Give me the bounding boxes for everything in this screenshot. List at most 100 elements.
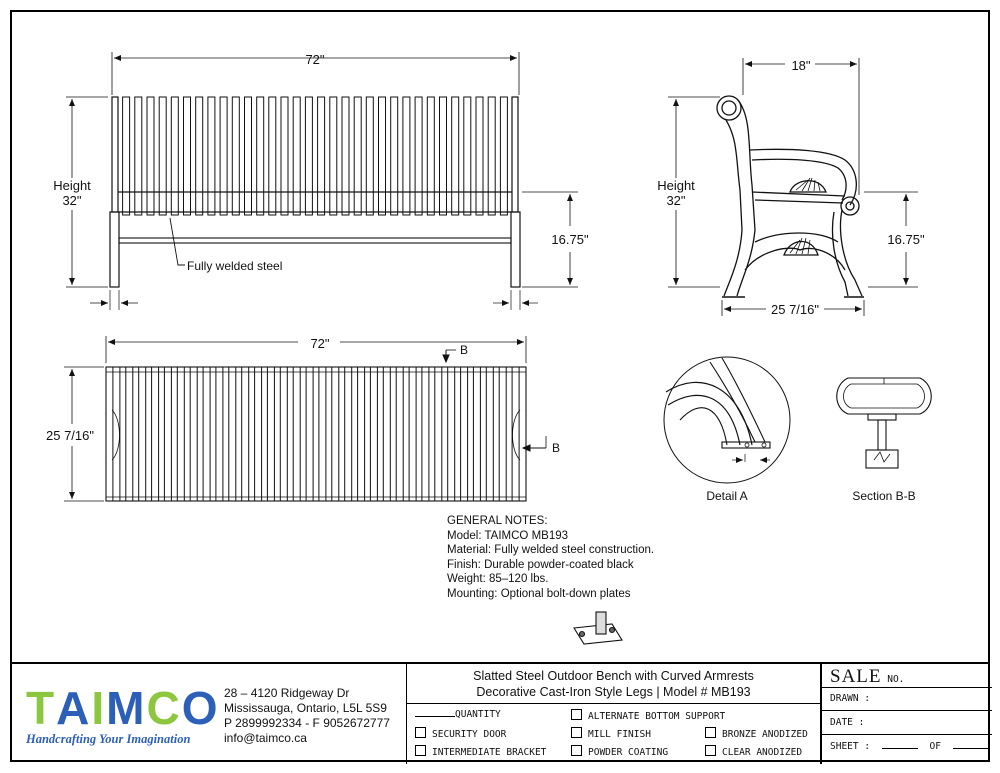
- slat: [408, 366, 417, 502]
- logo-letter: O: [181, 682, 220, 734]
- side-height-dim: 32": [666, 193, 685, 208]
- slat: [266, 366, 275, 502]
- slat: [511, 366, 520, 502]
- slat: [189, 366, 198, 502]
- top-depth-dim: 25 7/16": [46, 428, 94, 443]
- slat: [460, 366, 469, 502]
- detail-a-label: Detail A: [706, 489, 747, 503]
- of-label: OF: [929, 741, 941, 752]
- technical-drawing: 72" Height 32" 16.75" Fully welded steel: [46, 52, 932, 645]
- sign-off-panel: SALE NO. DRAWN : DATE : SHEET : OF: [820, 664, 992, 764]
- slat: [439, 96, 447, 216]
- slat: [112, 366, 121, 502]
- sheet-label: SHEET :: [830, 741, 871, 752]
- side-view: [668, 58, 918, 316]
- slat: [369, 366, 378, 502]
- drawn-row[interactable]: DRAWN :: [822, 688, 992, 711]
- quantity-label: QUANTITY: [455, 709, 501, 720]
- checkbox[interactable]: [415, 745, 426, 756]
- slat: [318, 366, 327, 502]
- slat: [402, 96, 411, 216]
- slat: [268, 96, 277, 216]
- alternate-bottom-support-option[interactable]: ALTERNATE BOTTOM SUPPORT: [571, 709, 725, 722]
- slat: [304, 96, 313, 216]
- notes-mounting: Mounting: Optional bolt-down plates: [447, 587, 631, 600]
- slat: [499, 96, 508, 216]
- notes-model: Model: TAIMCO MB193: [447, 529, 569, 542]
- section-bb-label: Section B-B: [852, 489, 915, 503]
- powder-coating-label: POWDER COATING: [588, 747, 669, 758]
- mill-finish-option[interactable]: MILL FINISH: [571, 727, 651, 740]
- checkbox[interactable]: [571, 709, 582, 720]
- phone-fax: P 2899992334 - F 9052672777: [224, 716, 390, 730]
- sale-no-label: NO.: [887, 674, 905, 685]
- front-view: [66, 52, 578, 310]
- slat: [176, 366, 185, 502]
- taimco-logo: TAIMCO Handcrafting Your Imagination: [26, 682, 220, 747]
- slat: [183, 96, 191, 216]
- slat: [202, 366, 211, 502]
- slat: [485, 366, 494, 502]
- logo-letter: T: [26, 682, 57, 734]
- slat: [498, 366, 507, 502]
- bolt-down-plate-icon: [573, 611, 623, 645]
- front-seat-height-dim: 16.75": [551, 232, 589, 247]
- slat: [378, 96, 386, 216]
- date-row[interactable]: DATE :: [822, 711, 992, 735]
- slat: [207, 96, 216, 216]
- address-line1: 28 – 4120 Ridgeway Dr: [224, 686, 350, 700]
- slat: [317, 96, 326, 216]
- email[interactable]: info@taimco.ca: [224, 731, 307, 745]
- quantity-field[interactable]: QUANTITY: [415, 709, 501, 720]
- slat: [451, 96, 460, 216]
- slat: [414, 96, 423, 216]
- slat: [170, 96, 179, 216]
- checkbox[interactable]: [415, 727, 426, 738]
- logo-tagline: Handcrafting Your Imagination: [26, 732, 191, 746]
- side-seat-height-dim: 16.75": [887, 232, 925, 247]
- slat: [487, 96, 496, 216]
- slat: [134, 96, 143, 216]
- clear-anodized-option[interactable]: CLEAR ANODIZED: [705, 745, 802, 758]
- checkbox[interactable]: [705, 727, 716, 738]
- side-base-dim: 25 7/16": [771, 302, 819, 317]
- slat: [344, 366, 353, 502]
- side-depth-dim: 18": [791, 58, 810, 73]
- slat: [357, 366, 366, 502]
- checkbox[interactable]: [571, 745, 582, 756]
- fully-welded-callout: Fully welded steel: [187, 259, 282, 273]
- powder-coating-option[interactable]: POWDER COATING: [571, 745, 668, 758]
- slat: [163, 366, 172, 502]
- notes-finish: Finish: Durable powder-coated black: [447, 558, 634, 571]
- slat: [447, 366, 456, 502]
- slat: [341, 96, 350, 216]
- slat: [195, 96, 204, 216]
- alternate-bottom-support-label: ALTERNATE BOTTOM SUPPORT: [588, 711, 726, 722]
- slat: [219, 96, 228, 216]
- sheet-row[interactable]: SHEET : OF: [822, 735, 992, 764]
- security-door-option[interactable]: SECURITY DOOR: [415, 727, 506, 740]
- slat: [215, 366, 224, 502]
- checkbox[interactable]: [705, 745, 716, 756]
- slat: [395, 366, 404, 502]
- section-b-b: [836, 377, 932, 469]
- intermediate-bracket-option[interactable]: INTERMEDIATE BRACKET: [415, 745, 546, 758]
- slat: [280, 96, 289, 216]
- slat: [231, 96, 240, 216]
- sale-label: SALE: [830, 666, 882, 687]
- slat: [254, 366, 263, 502]
- checkbox[interactable]: [571, 727, 582, 738]
- bronze-anodized-option[interactable]: BRONZE ANODIZED: [705, 727, 808, 740]
- slat: [256, 96, 265, 216]
- slat: [244, 96, 252, 216]
- slat: [472, 366, 481, 502]
- security-door-label: SECURITY DOOR: [432, 729, 507, 740]
- notes-material: Material: Fully welded steel constructio…: [447, 544, 655, 557]
- section-marker-b-top: B: [460, 343, 468, 357]
- slat: [463, 96, 472, 216]
- intermediate-bracket-label: INTERMEDIATE BRACKET: [432, 747, 547, 758]
- company-address: 28 – 4120 Ridgeway Dr Mississauga, Ontar…: [224, 686, 390, 746]
- slat: [434, 366, 443, 502]
- front-height-label: Height: [53, 178, 91, 193]
- title-line2: Decorative Cast-Iron Style Legs | Model …: [476, 685, 751, 699]
